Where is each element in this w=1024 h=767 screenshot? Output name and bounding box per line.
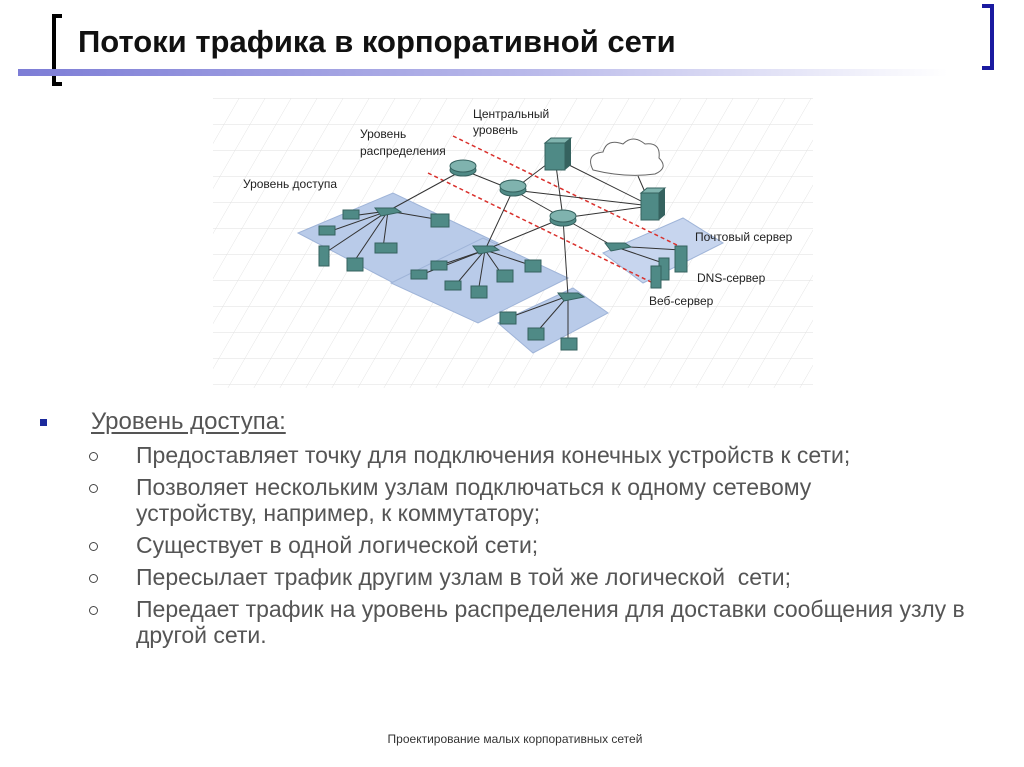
- circle-bullet-icon: [89, 606, 98, 615]
- core-switch-icon: [543, 137, 573, 171]
- core-router-icon-1: [499, 179, 527, 197]
- circle-bullet-icon: [89, 452, 98, 461]
- title-underline: [18, 69, 948, 76]
- list-item: Существует в одной логической сети;: [38, 532, 998, 558]
- circle-bullet-icon: [89, 484, 98, 493]
- core-router-icon-2: [549, 209, 577, 227]
- sub-bullets: Предоставляет точку для подключения коне…: [38, 442, 998, 648]
- list-item: Передает трафик на уровень распределения…: [38, 596, 998, 648]
- section-heading: Уровень доступа:: [91, 408, 286, 435]
- access-platform-3: [497, 287, 609, 354]
- label-distribution-line2: распределения: [360, 144, 446, 158]
- network-diagram-svg: Центральный уровень Уровень распределени…: [213, 98, 813, 388]
- list-item-text: Существует в одной логической сети;: [136, 532, 539, 558]
- access-switches: [374, 207, 633, 302]
- server-platform: [602, 217, 725, 284]
- page-title: Потоки трафика в корпоративной сети: [78, 24, 676, 59]
- list-item-text: Позволяет нескольким узлам подключаться …: [136, 474, 812, 526]
- title-bracket-left: [52, 14, 62, 86]
- list-item: Предоставляет точку для подключения коне…: [38, 442, 998, 468]
- title-bracket-right: [982, 4, 994, 70]
- square-bullet-icon: [40, 419, 47, 426]
- main-bullet: Уровень доступа:: [38, 408, 998, 436]
- label-distribution-line1: Уровень: [360, 127, 406, 141]
- list-item-text: Передает трафик на уровень распределения…: [136, 596, 965, 648]
- label-dns-server: DNS-сервер: [697, 271, 766, 285]
- servers: [650, 245, 688, 289]
- edge-switch-icon: [639, 187, 667, 221]
- access-platform-2: [389, 237, 570, 324]
- internet-cloud-icon: [590, 138, 664, 176]
- list-item: Пересылает трафик другим узлам в той же …: [38, 564, 998, 590]
- label-core-line1: Центральный: [473, 107, 549, 121]
- distribution-router-icon: [449, 159, 477, 177]
- end-devices: [318, 209, 578, 351]
- circle-bullet-icon: [89, 542, 98, 551]
- footer-text: Проектирование малых корпоративных сетей: [387, 732, 643, 746]
- list-item-text: Предоставляет точку для подключения коне…: [136, 442, 851, 468]
- label-access: Уровень доступа: [243, 177, 337, 191]
- label-mail-server: Почтовый сервер: [695, 230, 793, 244]
- list-item-text: Пересылает трафик другим узлам в той же …: [136, 564, 792, 590]
- list-item: Позволяет нескольким узлам подключаться …: [38, 474, 998, 526]
- circle-bullet-icon: [89, 574, 98, 583]
- label-web-server: Веб-сервер: [649, 294, 714, 308]
- core-boundary-line: [452, 135, 684, 249]
- network-diagram: Центральный уровень Уровень распределени…: [213, 98, 813, 388]
- label-core-line2: уровень: [473, 123, 518, 137]
- content-list: Уровень доступа: Предоставляет точку для…: [38, 408, 998, 654]
